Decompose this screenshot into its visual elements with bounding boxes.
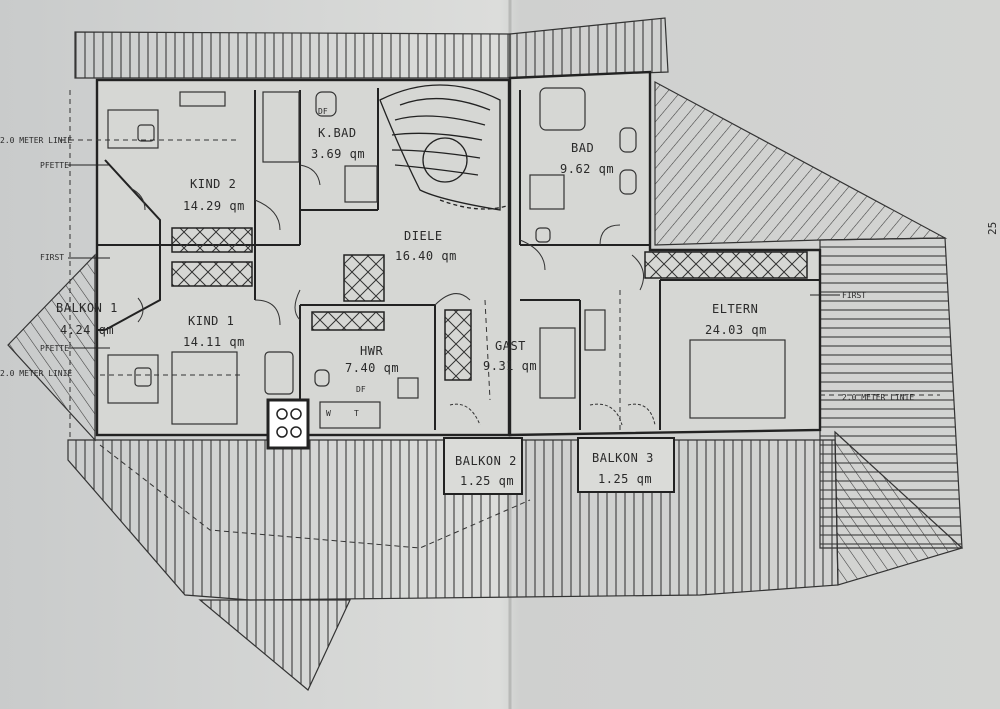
room-name-balkon1: BALKON 1 — [56, 301, 118, 315]
meter-line-label-right: 2.0 METER LINIE — [842, 393, 914, 402]
df-label-kbad: DF — [318, 107, 328, 116]
plan-annotations: 2.0 METER LINIE PFETTE FIRST PFETTE 2.0 … — [0, 107, 999, 418]
room-area-bad: 9.62 qm — [560, 162, 614, 176]
room-area-kind1: 14.11 qm — [183, 335, 245, 349]
pfette-label-upper: PFETTE — [40, 161, 69, 170]
room-name-kbad: K.BAD — [318, 126, 357, 140]
pfette-label-lower: PFETTE — [40, 344, 69, 353]
first-label-right: FIRST — [842, 291, 866, 300]
room-name-balkon3: BALKON 3 — [592, 451, 654, 465]
room-name-diele: DIELE — [404, 229, 443, 243]
room-name-balkon2: BALKON 2 — [455, 454, 517, 468]
room-name-gast: GAST — [495, 339, 526, 353]
sheet-number: 25 — [986, 222, 999, 235]
roof-lines — [60, 90, 940, 549]
interior-walls — [97, 88, 820, 430]
room-name-kind1: KIND 1 — [188, 314, 234, 328]
room-area-diele: 16.40 qm — [395, 249, 457, 263]
dryer-label: T — [354, 409, 359, 418]
room-area-balkon2: 1.25 qm — [460, 474, 514, 488]
room-name-eltern: ELTERN — [712, 302, 758, 316]
washer-label: W — [326, 409, 331, 418]
room-area-balkon3: 1.25 qm — [598, 472, 652, 486]
room-area-hwr: 7.40 qm — [345, 361, 399, 375]
door-swings — [129, 164, 656, 426]
room-name-bad: BAD — [571, 141, 594, 155]
room-area-balkon1: 4.24 qm — [60, 323, 114, 337]
staircase — [379, 84, 511, 211]
room-area-eltern: 24.03 qm — [705, 323, 767, 337]
room-area-gast: 9.31 qm — [483, 359, 537, 373]
built-in-cabinets — [171, 227, 808, 450]
room-area-kbad: 3.69 qm — [311, 147, 365, 161]
df-label-hwr: DF — [356, 385, 366, 394]
meter-line-label-upper-left: 2.0 METER LINIE — [0, 136, 72, 145]
room-labels: KIND 2 14.29 qm K.BAD 3.69 qm KIND 1 14.… — [56, 126, 767, 488]
first-label-left: FIRST — [40, 253, 64, 262]
small-balconies — [443, 437, 675, 495]
meter-line-label-lower-left: 2.0 METER LINIE — [0, 369, 72, 378]
furniture — [107, 87, 786, 429]
room-name-kind2: KIND 2 — [190, 177, 236, 191]
annotation-lines — [68, 164, 840, 349]
room-name-hwr: HWR — [360, 344, 383, 358]
room-area-kind2: 14.29 qm — [183, 199, 245, 213]
stove-icon — [276, 408, 302, 438]
